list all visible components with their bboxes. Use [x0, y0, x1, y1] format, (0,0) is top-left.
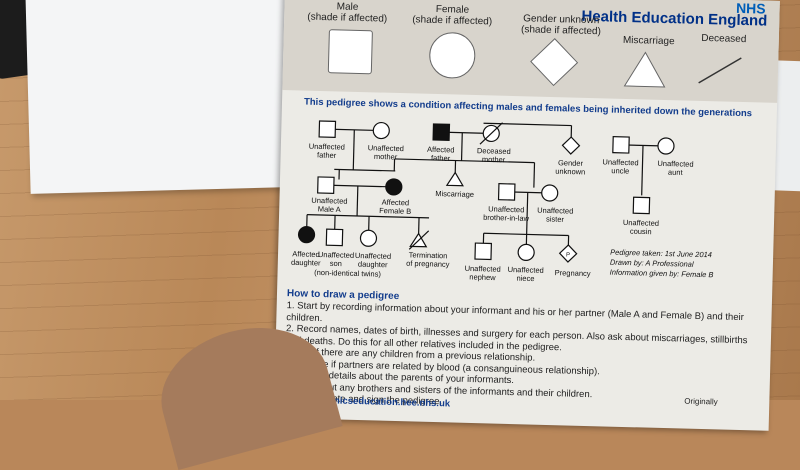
label-gender-unknown: Genderunknown: [555, 158, 585, 176]
sister-symbol: [542, 185, 558, 201]
label-miscarriage: Miscarriage: [435, 189, 474, 199]
label-nephew: Unaffectednephew: [464, 264, 501, 282]
pedigree-info-by: Information given by: Female B: [610, 268, 714, 280]
miscarriage-symbol: [447, 172, 463, 185]
niece-symbol: [518, 244, 534, 260]
pedigree-card: NHS Health Education England Male (shade…: [274, 0, 780, 431]
originally-note: Originally: [684, 397, 718, 407]
unaffected-son-symbol: [326, 229, 342, 245]
symbol-deceased-label: Deceased: [689, 33, 759, 46]
male-a-symbol: [318, 177, 334, 193]
label-female-b: AffectedFemale B: [379, 198, 412, 216]
symbol-female-label: Female (shade if affected): [402, 3, 503, 28]
unaffected-father-symbol: [319, 121, 335, 137]
label-male-a: UnaffectedMale A: [311, 196, 348, 214]
label-brother-in-law: Unaffectedbrother-in-law: [483, 204, 530, 223]
label-unaffected-uncle: Unaffecteduncle: [602, 157, 639, 175]
nephew-symbol: [475, 243, 491, 259]
card-body: NHS Health Education England Male (shade…: [274, 0, 780, 431]
cousin-symbol: [633, 197, 649, 213]
pedigree-diagram: Unaffectedfather Unaffectedmother Affect…: [287, 106, 762, 313]
unaffected-daughter-symbol: [360, 230, 376, 246]
label-cousin: Unaffectedcousin: [623, 218, 660, 236]
unaffected-mother-symbol: [373, 122, 389, 138]
gender-unknown-symbol: [562, 137, 579, 154]
unaffected-uncle-symbol: [613, 137, 629, 153]
triangle-icon: [622, 49, 667, 90]
male-square-icon: [328, 29, 373, 74]
label-niece: Unaffectedniece: [507, 265, 544, 283]
label-unaffected-aunt: Unaffectedaunt: [657, 159, 694, 177]
unaffected-aunt-symbol: [658, 138, 674, 154]
deceased-line-icon: [695, 53, 746, 88]
affected-daughter-symbol: [298, 226, 314, 242]
affected-father-symbol: [433, 124, 449, 140]
pregnancy-p-mark: P: [566, 252, 570, 258]
label-unaffected-son: Unaffectedson: [318, 250, 355, 268]
brother-in-law-symbol: [499, 184, 515, 200]
female-b-symbol: [386, 179, 402, 195]
symbol-male-label: Male (shade if affected): [302, 0, 393, 24]
label-termination: Terminationof pregnancy: [406, 250, 450, 269]
symbol-unknown-label: Gender unknown (shade if affected): [506, 13, 617, 38]
label-pregnancy: Pregnancy: [555, 268, 591, 278]
label-twins-note: (non-identical twins): [314, 268, 381, 279]
label-sister: Unaffectedsister: [537, 206, 574, 224]
label-unaffected-father: Unaffectedfather: [308, 142, 345, 160]
symbol-miscarriage-label: Miscarriage: [609, 34, 689, 47]
label-unaffected-daughter: Unaffecteddaughter: [355, 251, 392, 269]
